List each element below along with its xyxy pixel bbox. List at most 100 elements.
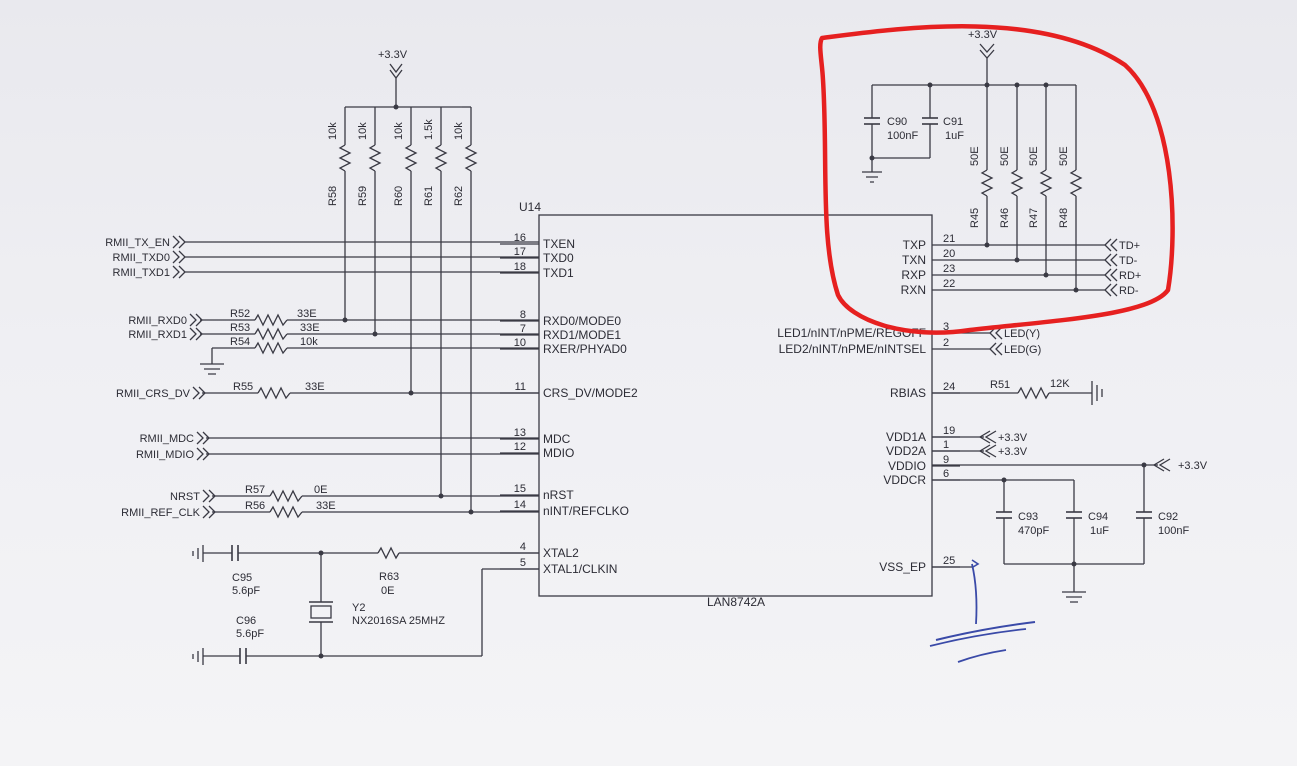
pin-name: RXN (901, 283, 926, 297)
pin-name: TXD0 (543, 251, 574, 265)
pin-number: 3 (943, 321, 949, 333)
pin-number: 16 (514, 232, 526, 244)
right-pins: 21TXP20TXN23RXP22RXN3LED1/nINT/nPME/REGO… (777, 233, 960, 574)
pullup-ref: R59 (357, 186, 369, 206)
pin-name: RXP (901, 268, 926, 282)
termination-section: +3.3V C90 100nF C91 1uF (862, 29, 1076, 183)
resistor-symbol (404, 144, 418, 172)
term-ref: R48 (1058, 208, 1070, 228)
c95-value: 5.6pF (232, 585, 260, 597)
pullup-ref: R62 (453, 186, 465, 206)
pin-number: 25 (943, 555, 955, 567)
net-label: LED(Y) (1004, 328, 1040, 340)
crystal-ref: Y2 (352, 602, 365, 614)
chip-body (538, 214, 933, 597)
pin-number: 7 (520, 323, 526, 335)
left-net-labels: RMII_TX_ENRMII_TXD0RMII_TXD1RMII_RXD0RMI… (105, 235, 216, 519)
term-ref: R47 (1028, 208, 1040, 228)
resistor-symbol (980, 169, 994, 197)
c95-ref: C95 (232, 572, 252, 584)
pin-name: TXN (902, 253, 926, 267)
r51-ref: R51 (990, 379, 1010, 391)
c90-value: 100nF (887, 130, 918, 142)
pin-number: 13 (514, 427, 526, 439)
net-chevron (1104, 238, 1118, 252)
pin-name: LED2/nINT/nPME/nINTSEL (779, 342, 927, 356)
pin-number: 17 (514, 246, 526, 258)
resistor-symbol (1010, 169, 1024, 197)
chip-part-number: LAN8742A (707, 595, 765, 609)
net-chevron (1104, 268, 1118, 282)
series-resistor-value: 0E (314, 484, 327, 496)
pin-number: 18 (514, 261, 526, 273)
pin-name: VDDIO (888, 459, 926, 473)
pin-number: 9 (943, 454, 949, 466)
rbias-section: R51 12K (932, 378, 1103, 405)
pin-name: XTAL2 (543, 546, 579, 560)
pin-number: 23 (943, 263, 955, 275)
crystal-value: NX2016SA 25MHZ (352, 615, 445, 627)
vddio-supply: +3.3V (1178, 460, 1208, 472)
power-section: +3.3V +3.3V +3.3V C93 470pF C94 1uF C92 … (932, 430, 1208, 603)
c91-value: 1uF (945, 130, 964, 142)
pin-name: TXEN (543, 237, 575, 251)
pin-number: 11 (515, 381, 526, 393)
pullup-value: 1.5k (423, 119, 435, 140)
pullup-supply: +3.3V (345, 49, 462, 110)
pin-number: 1 (943, 439, 949, 451)
pin-name: RXD0/MODE0 (543, 314, 621, 328)
net-label: TD+ (1119, 240, 1140, 252)
net-chevron (1104, 253, 1118, 267)
series-resistor-ref: R54 (230, 336, 250, 348)
pin-name: VDD2A (886, 444, 926, 458)
c91-ref: C91 (943, 116, 963, 128)
resistor-symbol (257, 386, 291, 400)
pin-name: TXP (903, 238, 926, 252)
pin-name: MDIO (543, 446, 574, 460)
pullup-ref: R60 (393, 186, 405, 206)
term-value: 50E (999, 146, 1011, 166)
resistor-symbol (254, 341, 288, 355)
pin-name: VDDCR (883, 473, 926, 487)
net-label: RD- (1119, 285, 1139, 297)
c92-value: 100nF (1158, 525, 1189, 537)
pullup-ref: R61 (423, 186, 435, 206)
resistor-symbol (269, 505, 303, 519)
pin-name: RXD1/MODE1 (543, 328, 621, 342)
resistor-symbol (269, 489, 303, 503)
pin-name: RXER/PHYAD0 (543, 342, 627, 356)
net-label: RMII_TXD0 (113, 252, 170, 264)
r63-value: 0E (381, 585, 394, 597)
pin-name: MDC (543, 432, 571, 446)
net-label: RMII_MDC (140, 433, 194, 445)
pin-number: 19 (943, 425, 955, 437)
resistor-symbol (338, 144, 352, 172)
net-chevron (172, 265, 186, 279)
net-label: RMII_RXD1 (128, 329, 187, 341)
pin-name: VDD1A (886, 430, 926, 444)
resistor-symbol (254, 313, 288, 327)
c90-ref: C90 (887, 116, 907, 128)
pullup-value: 10k (357, 122, 369, 140)
net-label: RMII_TXD1 (113, 267, 170, 279)
pin-number: 6 (943, 468, 949, 480)
c94-value: 1uF (1090, 525, 1109, 537)
net-label: RD+ (1119, 270, 1141, 282)
net-label: RMII_RXD0 (128, 315, 187, 327)
pin-number: 14 (514, 499, 526, 511)
pin-number: 8 (520, 309, 526, 321)
pin-name: nINT/REFCLKO (543, 504, 629, 518)
c94-ref: C94 (1088, 511, 1108, 523)
c96-ref: C96 (236, 615, 256, 627)
pin-number: 5 (520, 557, 526, 569)
pin-number: 2 (943, 337, 949, 349)
pin-number: 21 (943, 233, 955, 245)
term-ref: R45 (969, 208, 981, 228)
right-net-labels: TD+TD-RD+RD-LED(Y)LED(G) (960, 238, 1141, 356)
c96-value: 5.6pF (236, 628, 264, 640)
highlight-circle (818, 24, 1175, 335)
